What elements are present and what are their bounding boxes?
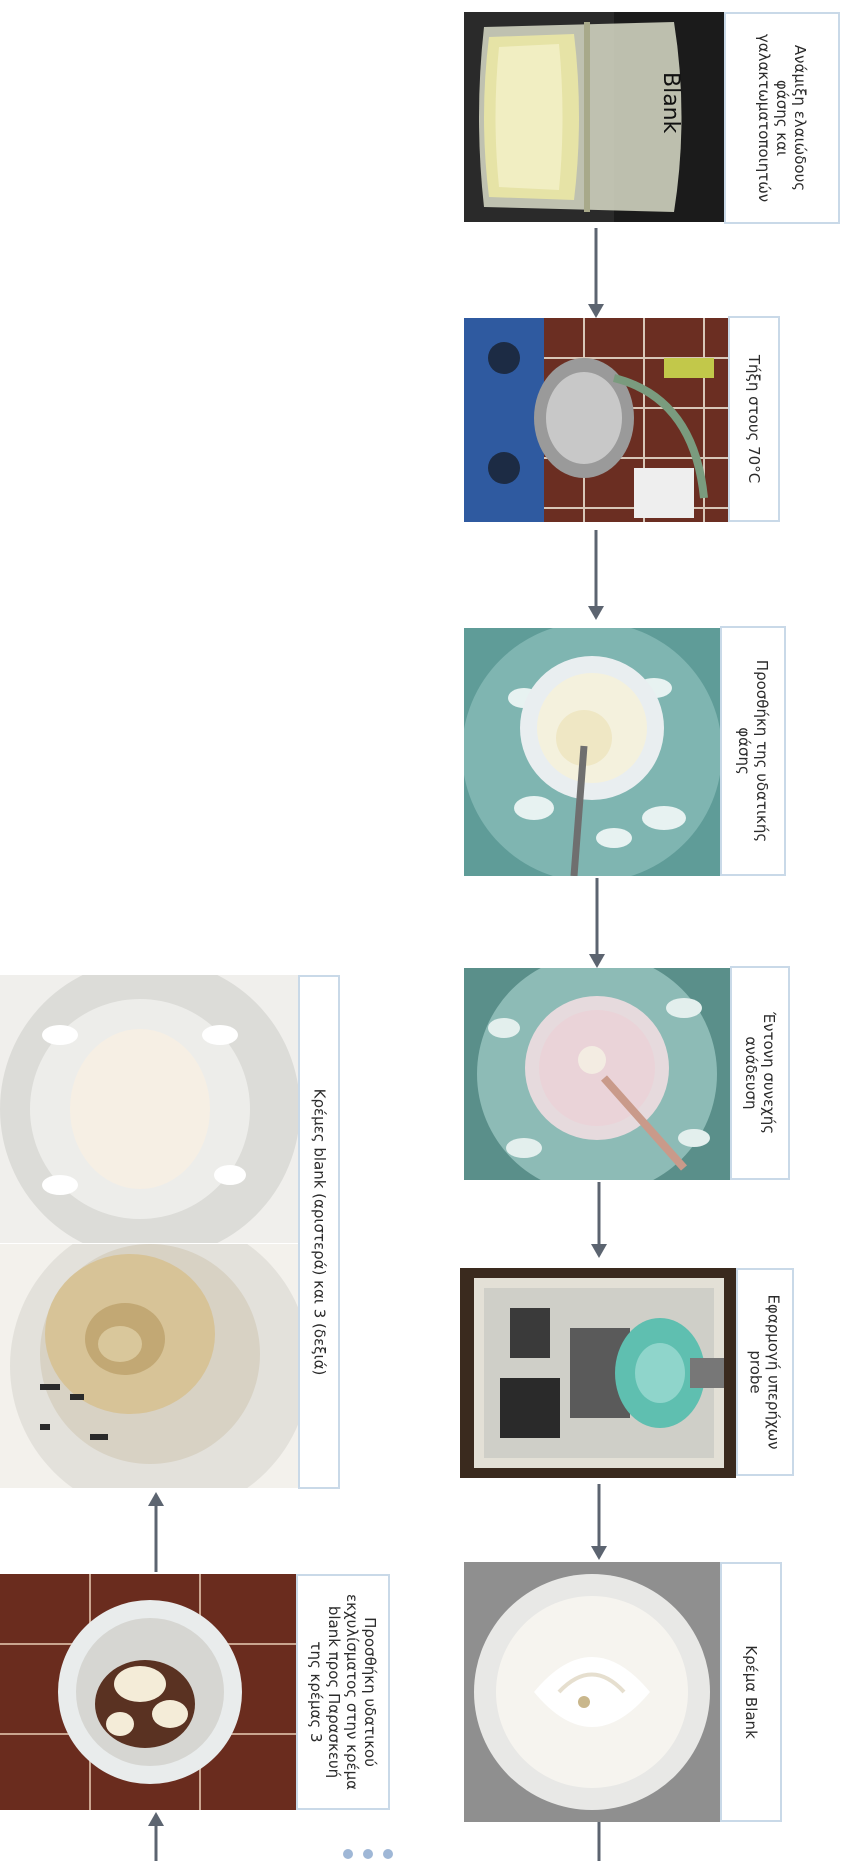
photo-vigorous-stirring — [464, 968, 730, 1180]
step-label-2: Τήξη στους 70°C — [728, 316, 780, 522]
step-label-5: Εφαρμογή υπερήχων probe — [736, 1268, 794, 1476]
step-label-6: Κρέμα Blank — [720, 1562, 782, 1822]
step-label-1: Ανάμιξη ελαιώδους φάσης και γαλακτωματοπ… — [724, 12, 840, 224]
photo-oil-phase-beaker: Blank — [464, 12, 724, 222]
photo-hotplate-melting — [464, 318, 728, 522]
connector-dots — [340, 1846, 396, 1861]
photo-cream-blank — [0, 975, 298, 1243]
extract-label: Προσθήκη υδατικού εκχυλίσματος στην κρέμ… — [296, 1574, 390, 1810]
photo-blank-cream — [464, 1562, 720, 1822]
step-label-3: Προσθήκη της υδατικής φάσης — [720, 626, 786, 876]
photo-adding-extract — [0, 1574, 296, 1810]
flow-arrow-2 — [586, 530, 606, 622]
flow-arrow-4 — [589, 1182, 609, 1260]
photo-cream-3 — [0, 1244, 300, 1488]
flow-arrow-up-bottom — [146, 1812, 166, 1861]
flow-arrow-up-left — [146, 1492, 166, 1572]
flow-arrow-3 — [587, 878, 607, 970]
flow-arrow-5 — [589, 1484, 609, 1562]
flow-arrow-1 — [586, 228, 606, 320]
photo-ice-bath-aqueous — [464, 628, 720, 876]
step-label-4: Έντονη συνεχής ανάδευση — [730, 966, 790, 1180]
photo-ultrasonic-probe — [460, 1268, 736, 1478]
flow-line-continue — [589, 1822, 609, 1861]
result-label: Κρέμες blank (αριστερά) και 3 (δεξιά) — [298, 975, 340, 1489]
svg-text:Blank: Blank — [658, 72, 683, 134]
